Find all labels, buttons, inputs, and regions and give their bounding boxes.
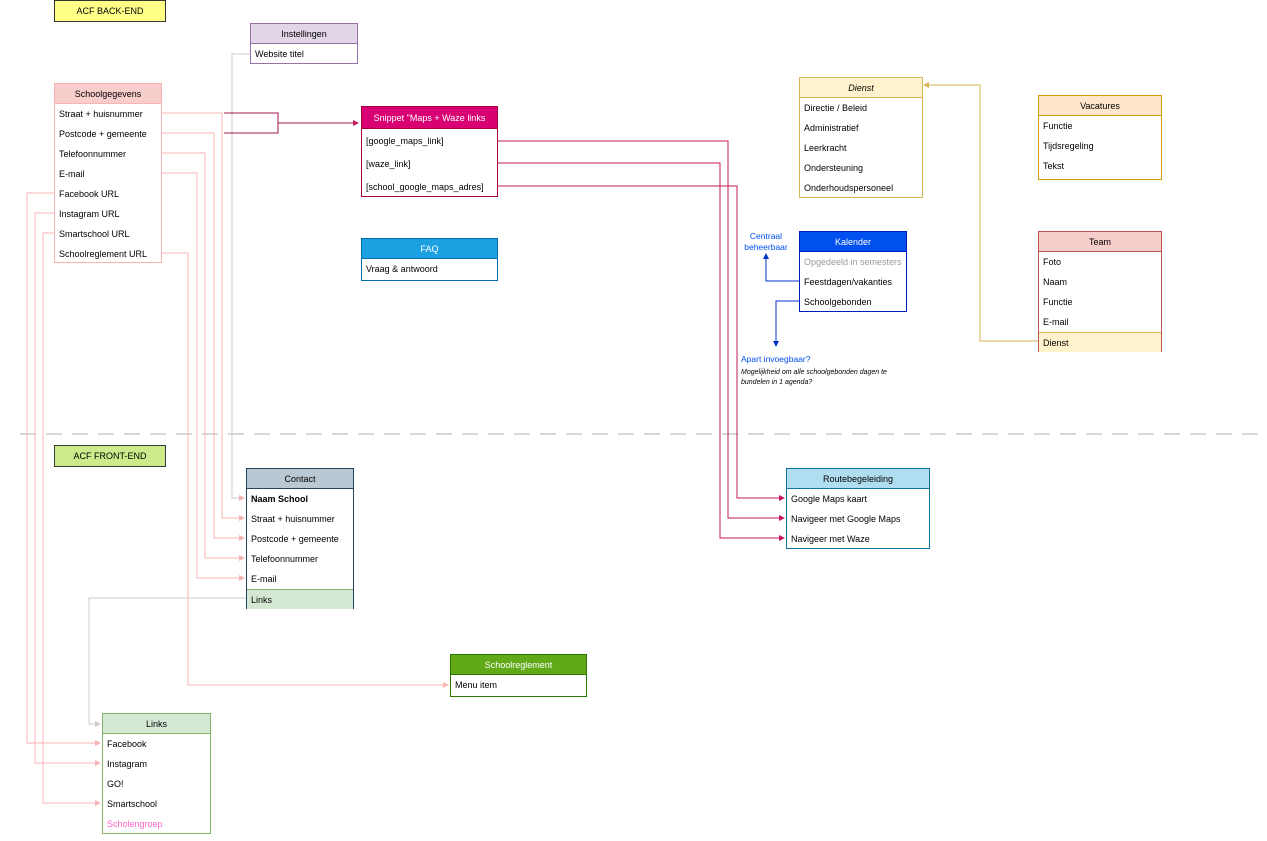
wire-facebook-to-links [26, 192, 101, 746]
contact-title: Contact [247, 469, 353, 489]
schoolgegevens-row: Smartschool URL [59, 229, 130, 239]
team-row: Functie [1043, 297, 1073, 307]
wire-website-titel-to-naam-school [231, 53, 250, 501]
wire-straat-to-contact [162, 112, 245, 521]
vacatures-entity: Vacatures Functie Tijdsregeling Tekst [1038, 95, 1162, 180]
routebegeleiding-entity: Routebegeleiding Google Maps kaart Navig… [786, 468, 930, 549]
team-row: Naam [1043, 277, 1068, 287]
vacatures-row: Tijdsregeling [1043, 141, 1094, 151]
schoolgegevens-row: Postcode + gemeente [59, 129, 147, 139]
wire-postcode-to-contact [162, 132, 245, 541]
backend-section-label-text: ACF BACK-END [76, 6, 144, 16]
wire-reglement-to-menu-item [162, 252, 449, 688]
contact-row: Straat + huisnummer [251, 514, 335, 524]
contact-entity: Contact Naam School Straat + huisnummer … [246, 468, 354, 609]
contact-row: Postcode + gemeente [251, 534, 339, 544]
dienst-row: Onderhoudspersoneel [804, 183, 894, 193]
instellingen-entity: Instellingen Website titel [250, 23, 358, 64]
wire-telefoon-to-contact [162, 152, 245, 561]
apart-detail-line-1: Mogelijkheid om alle schoolgebonden dage… [741, 369, 887, 376]
links-row: Scholengroep [107, 819, 163, 829]
centraal-line-1: Centraal [749, 231, 783, 241]
wire-smartschool-to-links [42, 232, 101, 806]
links-row: Facebook [107, 739, 147, 749]
snippet-row: [waze_link] [366, 158, 411, 169]
schoolreglement-title: Schoolreglement [451, 655, 586, 675]
apart-detail-line-2: bundelen in 1 agenda? [741, 379, 813, 386]
dienst-title: Dienst [800, 78, 922, 98]
contact-row: Naam School [251, 494, 309, 504]
wire-waze-link-to-route [498, 162, 785, 541]
wire-adres-to-route [498, 185, 785, 501]
snippet-row: [school_google_maps_adres] [366, 181, 484, 192]
routebegeleiding-row: Navigeer met Google Maps [791, 514, 901, 524]
links-title: Links [103, 714, 210, 734]
team-row: Foto [1043, 257, 1062, 267]
schoolreglement-entity: Schoolreglement Menu item [450, 654, 587, 697]
dienst-entity: Dienst Directie / Beleid Administratief … [799, 77, 923, 198]
contact-row: Links [247, 589, 353, 609]
wire-email-to-contact [162, 172, 245, 581]
kalender-entity: Kalender Opgedeeld in semesters Feestdag… [799, 231, 907, 312]
schoolgegevens-row: E-mail [59, 169, 85, 179]
contact-row: Telefoonnummer [251, 554, 319, 564]
schoolgegevens-row: Telefoonnummer [59, 149, 127, 159]
centraal-line-2: beheerbaar [744, 242, 788, 252]
frontend-section-label: ACF FRONT-END [54, 445, 166, 467]
vacatures-row: Functie [1043, 121, 1073, 131]
frontend-section-label-text: ACF FRONT-END [73, 451, 147, 461]
links-row: GO! [107, 779, 124, 789]
snippet-row: [google_maps_link] [366, 135, 444, 146]
instellingen-row: Website titel [255, 49, 304, 59]
vacatures-row: Tekst [1043, 161, 1065, 171]
wire-address-to-snippet [224, 112, 358, 134]
apart-detail-note: Mogelijkheid om alle schoolgebonden dage… [741, 368, 887, 388]
schoolgegevens-title: Schoolgegevens [55, 84, 161, 104]
centraal-beheerbaar-note: Centraal beheerbaar [742, 231, 790, 253]
wire-feestdagen-to-centraal [763, 253, 800, 282]
routebegeleiding-row: Google Maps kaart [791, 494, 868, 504]
faq-title: FAQ [362, 239, 497, 259]
instellingen-title: Instellingen [251, 24, 357, 44]
team-entity: Team Foto Naam Functie E-mail Dienst [1038, 231, 1162, 352]
schoolreglement-row: Menu item [455, 680, 498, 690]
schoolgegevens-row: Instagram URL [59, 209, 120, 219]
links-entity: Links Facebook Instagram GO! Smartschool… [102, 713, 211, 834]
kalender-row: Opgedeeld in semesters [804, 257, 902, 267]
faq-row: Vraag & antwoord [366, 264, 438, 274]
dienst-row: Directie / Beleid [804, 103, 868, 113]
dienst-row: Administratief [804, 123, 859, 133]
apart-invoegbaar-note: Apart invoegbaar? [741, 354, 811, 364]
faq-entity: FAQ Vraag & antwoord [361, 238, 498, 281]
dienst-row: Ondersteuning [804, 163, 864, 173]
wire-contact-links-to-links [88, 597, 246, 727]
routebegeleiding-title: Routebegeleiding [787, 469, 929, 489]
wire-instagram-to-links [34, 212, 101, 766]
snippet-title: Snippet "Maps + Waze links [362, 107, 497, 129]
team-row: E-mail [1043, 317, 1069, 327]
schoolgegevens-row: Facebook URL [59, 189, 120, 199]
kalender-row: Feestdagen/vakanties [804, 277, 893, 287]
contact-row: E-mail [251, 574, 277, 584]
wire-team-dienst-to-dienst [923, 82, 1038, 342]
wire-gmaps-link-to-route [498, 140, 785, 521]
backend-section-label: ACF BACK-END [54, 0, 166, 22]
team-title: Team [1039, 232, 1161, 252]
schoolgegevens-entity: Schoolgegevens Straat + huisnummer Postc… [54, 83, 162, 263]
kalender-title: Kalender [800, 232, 906, 252]
vacatures-title: Vacatures [1039, 96, 1161, 116]
snippet-entity: Snippet "Maps + Waze links [google_maps_… [361, 106, 498, 197]
links-row: Smartschool [107, 799, 158, 809]
team-row: Dienst [1039, 332, 1161, 352]
schoolgegevens-row: Schoolreglement URL [59, 249, 148, 259]
links-row: Instagram [107, 759, 148, 769]
routebegeleiding-row: Navigeer met Waze [791, 534, 870, 544]
kalender-row: Schoolgebonden [804, 297, 872, 307]
schoolgegevens-row: Straat + huisnummer [59, 109, 143, 119]
dienst-row: Leerkracht [804, 143, 847, 153]
wire-schoolgebonden-to-apart [773, 300, 800, 347]
